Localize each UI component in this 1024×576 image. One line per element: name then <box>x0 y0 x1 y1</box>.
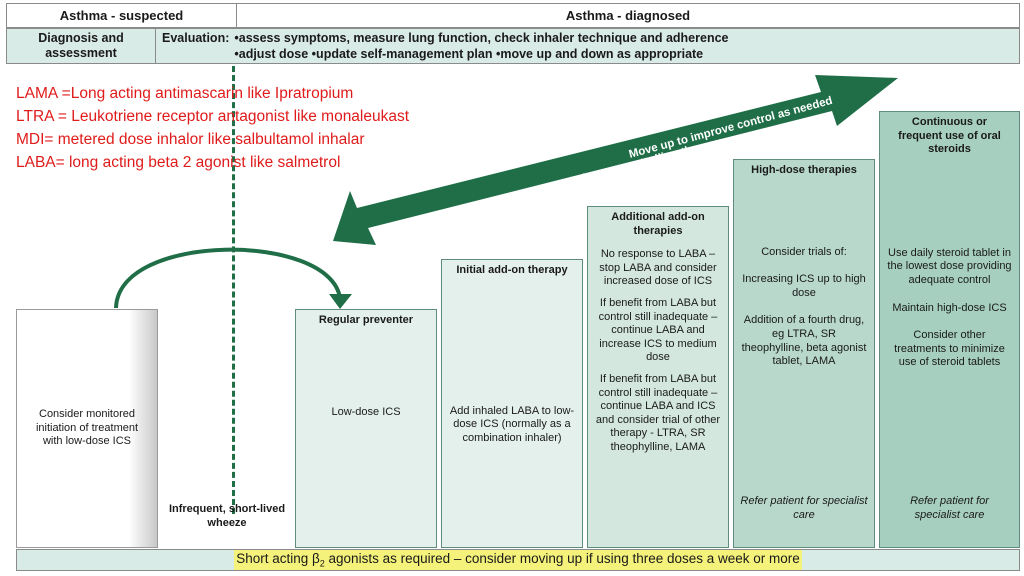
abbreviation-notes: LAMA =Long acting antimascarin like Ipra… <box>16 82 409 174</box>
short-acting-sub: 2 <box>319 558 325 569</box>
regular-preventer-body: Low-dose ICS <box>331 405 401 418</box>
double-arrow-shape <box>333 75 898 245</box>
note-laba: LABA= long acting beta 2 agonist like sa… <box>16 154 341 171</box>
oral-steroids-p3: Consider other treatments to minimize us… <box>894 329 1005 369</box>
diagnosis-assessment-label: Diagnosis and assessment <box>38 31 124 60</box>
high-dose-p1: Consider trials of: <box>761 245 847 258</box>
header-suspected: Asthma - suspected <box>6 3 237 28</box>
high-dose-p3: Addition of a fourth drug, eg LTRA, SR t… <box>741 314 867 368</box>
diagnosis-assessment-box: Diagnosis and assessment <box>6 28 156 64</box>
step-high-dose: High-dose therapies Consider trials of: … <box>733 159 875 548</box>
evaluation-line-2: •adjust dose •update self-management pla… <box>234 46 704 61</box>
curved-arrow-head <box>329 294 352 309</box>
curved-arrow <box>114 247 342 309</box>
oral-steroids-p2: Maintain high-dose ICS <box>892 301 1007 314</box>
short-acting-bar: Short acting β2 agonists as required – c… <box>16 549 1020 571</box>
header-diagnosed: Asthma - diagnosed <box>236 3 1020 28</box>
dashed-divider <box>232 66 235 514</box>
step-initial-add-on: Initial add-on therapy Add inhaled LABA … <box>441 259 583 548</box>
high-dose-title: High-dose therapies <box>751 164 857 176</box>
initial-add-on-body: Add inhaled LABA to low-dose ICS (normal… <box>449 404 575 444</box>
note-mdi: MDI= metered dose inhalor like salbultam… <box>16 131 365 148</box>
step-additional-add-on: Additional add-on therapies No response … <box>587 206 729 548</box>
wheeze-text: Infrequent, short-lived wheeze <box>168 503 286 529</box>
additional-add-on-p2: If benefit from LABA but control still i… <box>598 296 718 364</box>
step-regular-preventer: Regular preventer Low-dose ICS <box>295 309 437 548</box>
additional-add-on-title: Additional add-on therapies <box>611 211 705 237</box>
oral-steroids-p1: Use daily steroid tablet in the lowest d… <box>887 246 1012 286</box>
high-dose-p2: Increasing ICS up to high dose <box>742 273 866 299</box>
arrow-up-text: Move up to improve control as needed <box>628 95 834 161</box>
short-acting-pre: Short acting β <box>236 551 320 567</box>
step-oral-steroids: Continuous or frequent use of oral stero… <box>879 111 1020 548</box>
additional-add-on-p3: If benefit from LABA but control still i… <box>595 372 721 453</box>
regular-preventer-title: Regular preventer <box>318 314 414 326</box>
oral-steroids-title: Continuous or frequent use of oral stero… <box>898 116 1001 156</box>
high-dose-refer: Refer patient for specialist care <box>740 495 868 521</box>
additional-add-on-p1: No response to LABA – stop LABA and cons… <box>599 248 717 288</box>
evaluation-label: Evaluation: <box>162 31 230 45</box>
short-acting-post: agonists as required – consider moving u… <box>324 551 800 567</box>
oral-steroids-refer: Refer patient for specialist care <box>910 495 989 521</box>
monitored-initiation-text: Consider monitored initiation of treatme… <box>35 408 139 448</box>
evaluation-line-1: •assess symptoms, measure lung function,… <box>234 31 729 45</box>
evaluation-box: Evaluation: •assess symptoms, measure lu… <box>155 28 1020 64</box>
step-monitored-initiation: Consider monitored initiation of treatme… <box>16 309 158 548</box>
short-acting-text: Short acting β2 agonists as required – c… <box>234 550 802 570</box>
initial-add-on-title: Initial add-on therapy <box>456 264 568 276</box>
note-ltra: LTRA = Leukotriene receptor antagonist l… <box>16 108 410 125</box>
header-suspected-label: Asthma - suspected <box>59 8 184 23</box>
note-lama: LAMA =Long acting antimascarin like Ipra… <box>16 85 354 102</box>
wheeze-label: Infrequent, short-lived wheeze <box>160 502 294 530</box>
header-diagnosed-label: Asthma - diagnosed <box>565 8 691 23</box>
